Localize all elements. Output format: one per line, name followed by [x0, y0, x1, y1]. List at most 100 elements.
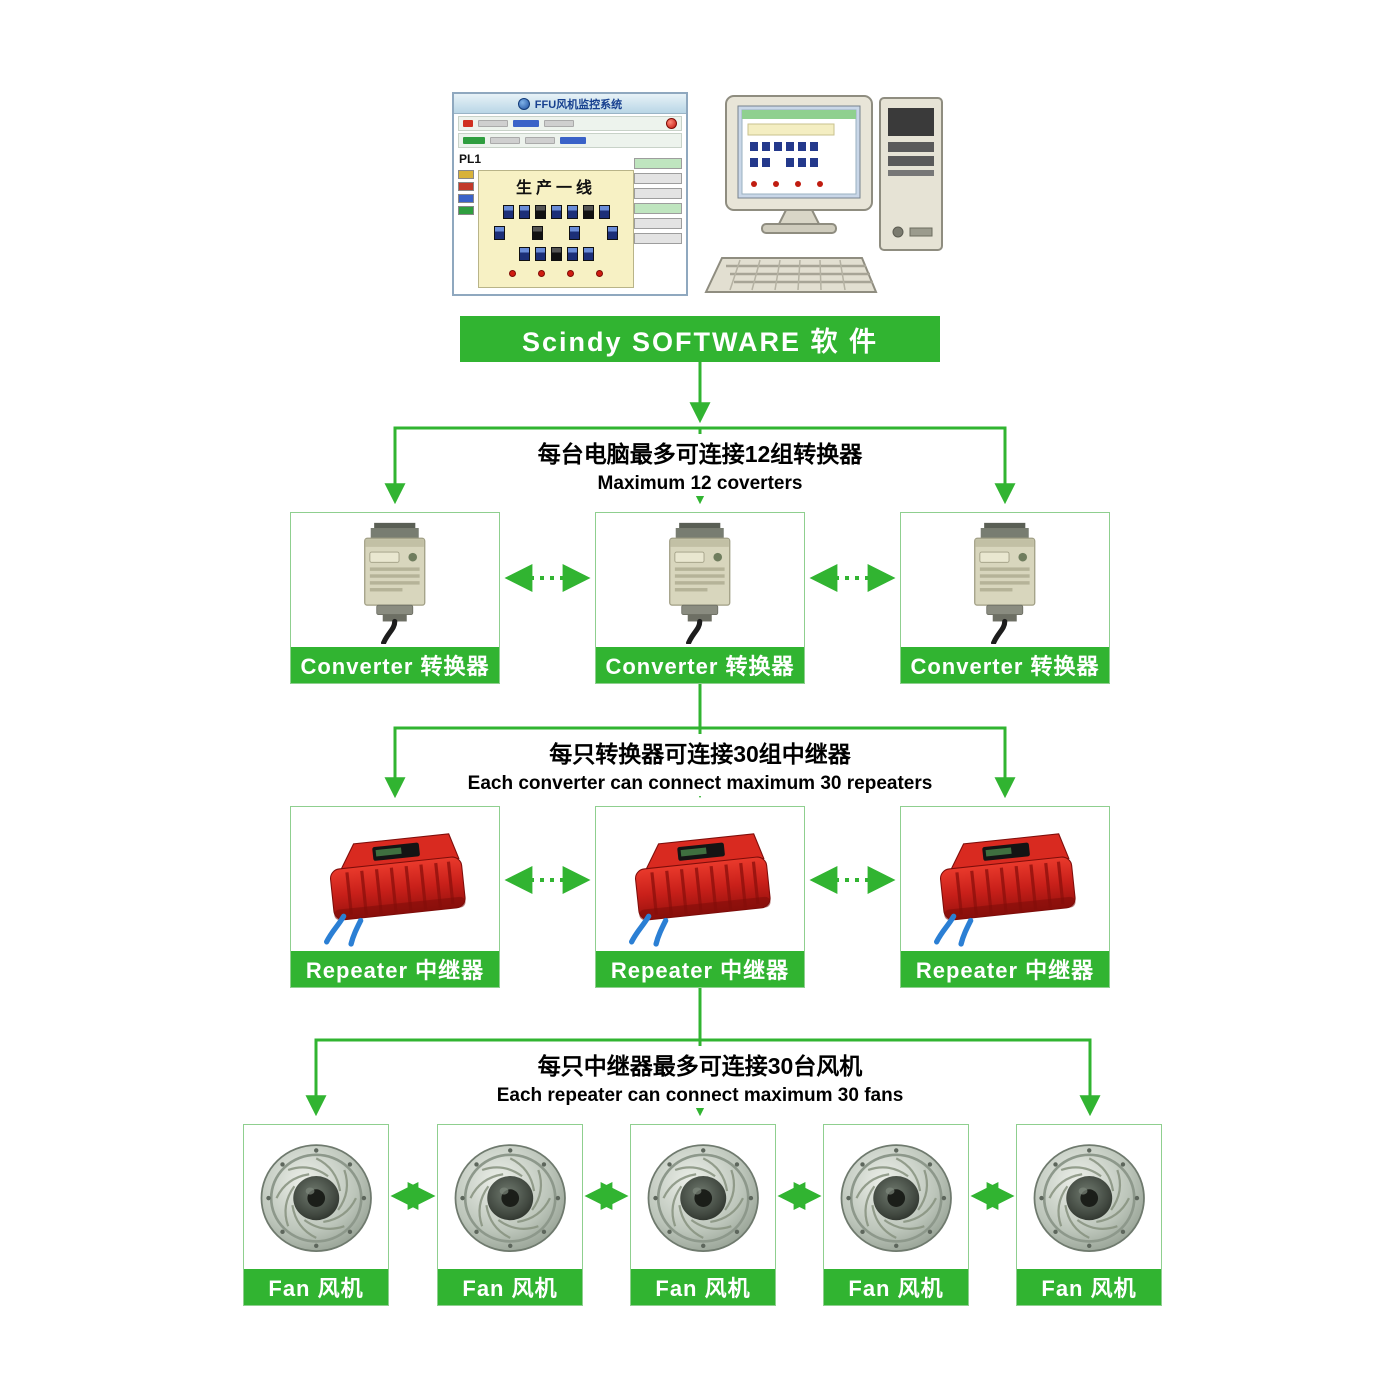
ffu-unit-icon: [531, 226, 543, 240]
ffu-unit-icon: [534, 247, 546, 261]
screenshot-button: [634, 233, 682, 244]
converter-box-3: Converter 转换器: [900, 512, 1110, 684]
repeater-box-2: Repeater 中继器: [595, 806, 805, 988]
status-dot-row: [484, 270, 628, 277]
screenshot-button: [634, 218, 682, 229]
converter-label: Converter 转换器: [901, 647, 1109, 683]
repeater-device-image: [901, 807, 1109, 951]
fan-box-4: Fan 风机: [823, 1124, 969, 1306]
area-label: PL1: [459, 152, 482, 166]
ffu-unit-icon: [518, 247, 530, 261]
fan-device-image: [1017, 1125, 1161, 1269]
converter-box-2: Converter 转换器: [595, 512, 805, 684]
ffu-unit-icon: [518, 205, 530, 219]
screenshot-toolbar-row2: [458, 133, 682, 148]
ffu-unit-row: [484, 226, 628, 240]
ffu-unit-icon: [550, 247, 562, 261]
ffu-unit-icon: [569, 226, 581, 240]
screenshot-buttons: [634, 158, 682, 244]
converter-note-en: Maximum 12 coverters: [597, 473, 803, 494]
production-line-panel: 生产一线: [478, 170, 634, 288]
fan-device-image: [244, 1125, 388, 1269]
desktop-computer-art: [704, 95, 943, 293]
converter-box-1: Converter 转换器: [290, 512, 500, 684]
toolbar-chip: [463, 120, 473, 127]
toolbar-field: [513, 120, 539, 127]
repeater-label: Repeater 中继器: [291, 951, 499, 987]
repeater-box-3: Repeater 中继器: [900, 806, 1110, 988]
converter-label: Converter 转换器: [596, 647, 804, 683]
ffu-unit-icon: [502, 205, 514, 219]
screenshot-button: [634, 158, 682, 169]
repeater-note-zh: 每只转换器可连接30组中继器: [549, 741, 851, 767]
ffu-unit-icon: [606, 226, 618, 240]
repeater-label: Repeater 中继器: [596, 951, 804, 987]
status-dot: [567, 270, 574, 277]
fan-note-zh: 每只中继器最多可连接30台风机: [537, 1053, 863, 1079]
screenshot-titlebar: FFU风机监控系统: [454, 94, 686, 114]
converter-device-image: [291, 513, 499, 647]
repeater-box-1: Repeater 中继器: [290, 806, 500, 988]
status-dot: [509, 270, 516, 277]
app-logo-icon: [517, 97, 530, 110]
ffu-unit-icon: [534, 205, 546, 219]
fan-box-2: Fan 风机: [437, 1124, 583, 1306]
ffu-unit-icon: [566, 205, 578, 219]
side-icon: [458, 194, 474, 203]
ffu-unit-icon: [566, 247, 578, 261]
side-icon: [458, 206, 474, 215]
fan-device-image: [824, 1125, 968, 1269]
toolbar-field: [478, 120, 508, 127]
fan-box-1: Fan 风机: [243, 1124, 389, 1306]
converter-level-note: 每台电脑最多可连接12组转换器 Maximum 12 coverters: [525, 434, 875, 496]
repeater-note-en: Each converter can connect maximum 30 re…: [467, 773, 933, 794]
ffu-unit-icon: [494, 226, 505, 240]
fan-label: Fan 风机: [824, 1269, 968, 1305]
ffu-unit-icon: [582, 205, 594, 219]
toolbar-field: [560, 137, 586, 144]
desktop-computer: [700, 90, 970, 310]
toolbar-field: [525, 137, 555, 144]
ffu-unit-icon: [582, 247, 594, 261]
fan-label: Fan 风机: [244, 1269, 388, 1305]
toolbar-field: [544, 120, 574, 127]
repeater-level-note: 每只转换器可连接30组中继器 Each converter can connec…: [455, 734, 945, 796]
converter-label: Converter 转换器: [291, 647, 499, 683]
side-icon: [458, 170, 474, 179]
fan-label: Fan 风机: [631, 1269, 775, 1305]
software-screenshot: FFU风机监控系统 PL1 生产一线: [452, 92, 688, 296]
fan-label: Fan 风机: [1017, 1269, 1161, 1305]
fan-device-image: [438, 1125, 582, 1269]
screenshot-button: [634, 203, 682, 214]
repeater-label: Repeater 中继器: [901, 951, 1109, 987]
fan-label: Fan 风机: [438, 1269, 582, 1305]
status-dot: [538, 270, 545, 277]
side-icon: [458, 182, 474, 191]
toolbar-field: [490, 137, 520, 144]
ffu-unit-icon: [550, 205, 562, 219]
ffu-unit-icon: [598, 205, 610, 219]
repeater-device-image: [596, 807, 804, 951]
screenshot-side-icons: [458, 170, 474, 215]
converter-device-image: [901, 513, 1109, 647]
ffu-unit-row: [484, 247, 628, 261]
converter-device-image: [596, 513, 804, 647]
repeater-device-image: [291, 807, 499, 951]
software-banner-label: Scindy SOFTWARE 软 件: [521, 326, 879, 357]
production-line-title: 生产一线: [515, 180, 596, 197]
status-dot: [596, 270, 603, 277]
converter-note-zh: 每台电脑最多可连接12组转换器: [537, 441, 863, 467]
screenshot-button: [634, 173, 682, 184]
fan-box-3: Fan 风机: [630, 1124, 776, 1306]
fan-box-5: Fan 风机: [1016, 1124, 1162, 1306]
screenshot-title: FFU风机监控系统: [534, 98, 623, 111]
ffu-unit-row: [484, 205, 628, 219]
alarm-indicator-icon: [666, 118, 677, 129]
toolbar-chip: [463, 137, 485, 144]
fan-level-note: 每只中继器最多可连接30台风机 Each repeater can connec…: [484, 1046, 916, 1108]
screenshot-button: [634, 188, 682, 199]
fan-device-image: [631, 1125, 775, 1269]
screenshot-toolbar-row1: [458, 116, 682, 131]
fan-note-en: Each repeater can connect maximum 30 fan…: [496, 1085, 904, 1106]
